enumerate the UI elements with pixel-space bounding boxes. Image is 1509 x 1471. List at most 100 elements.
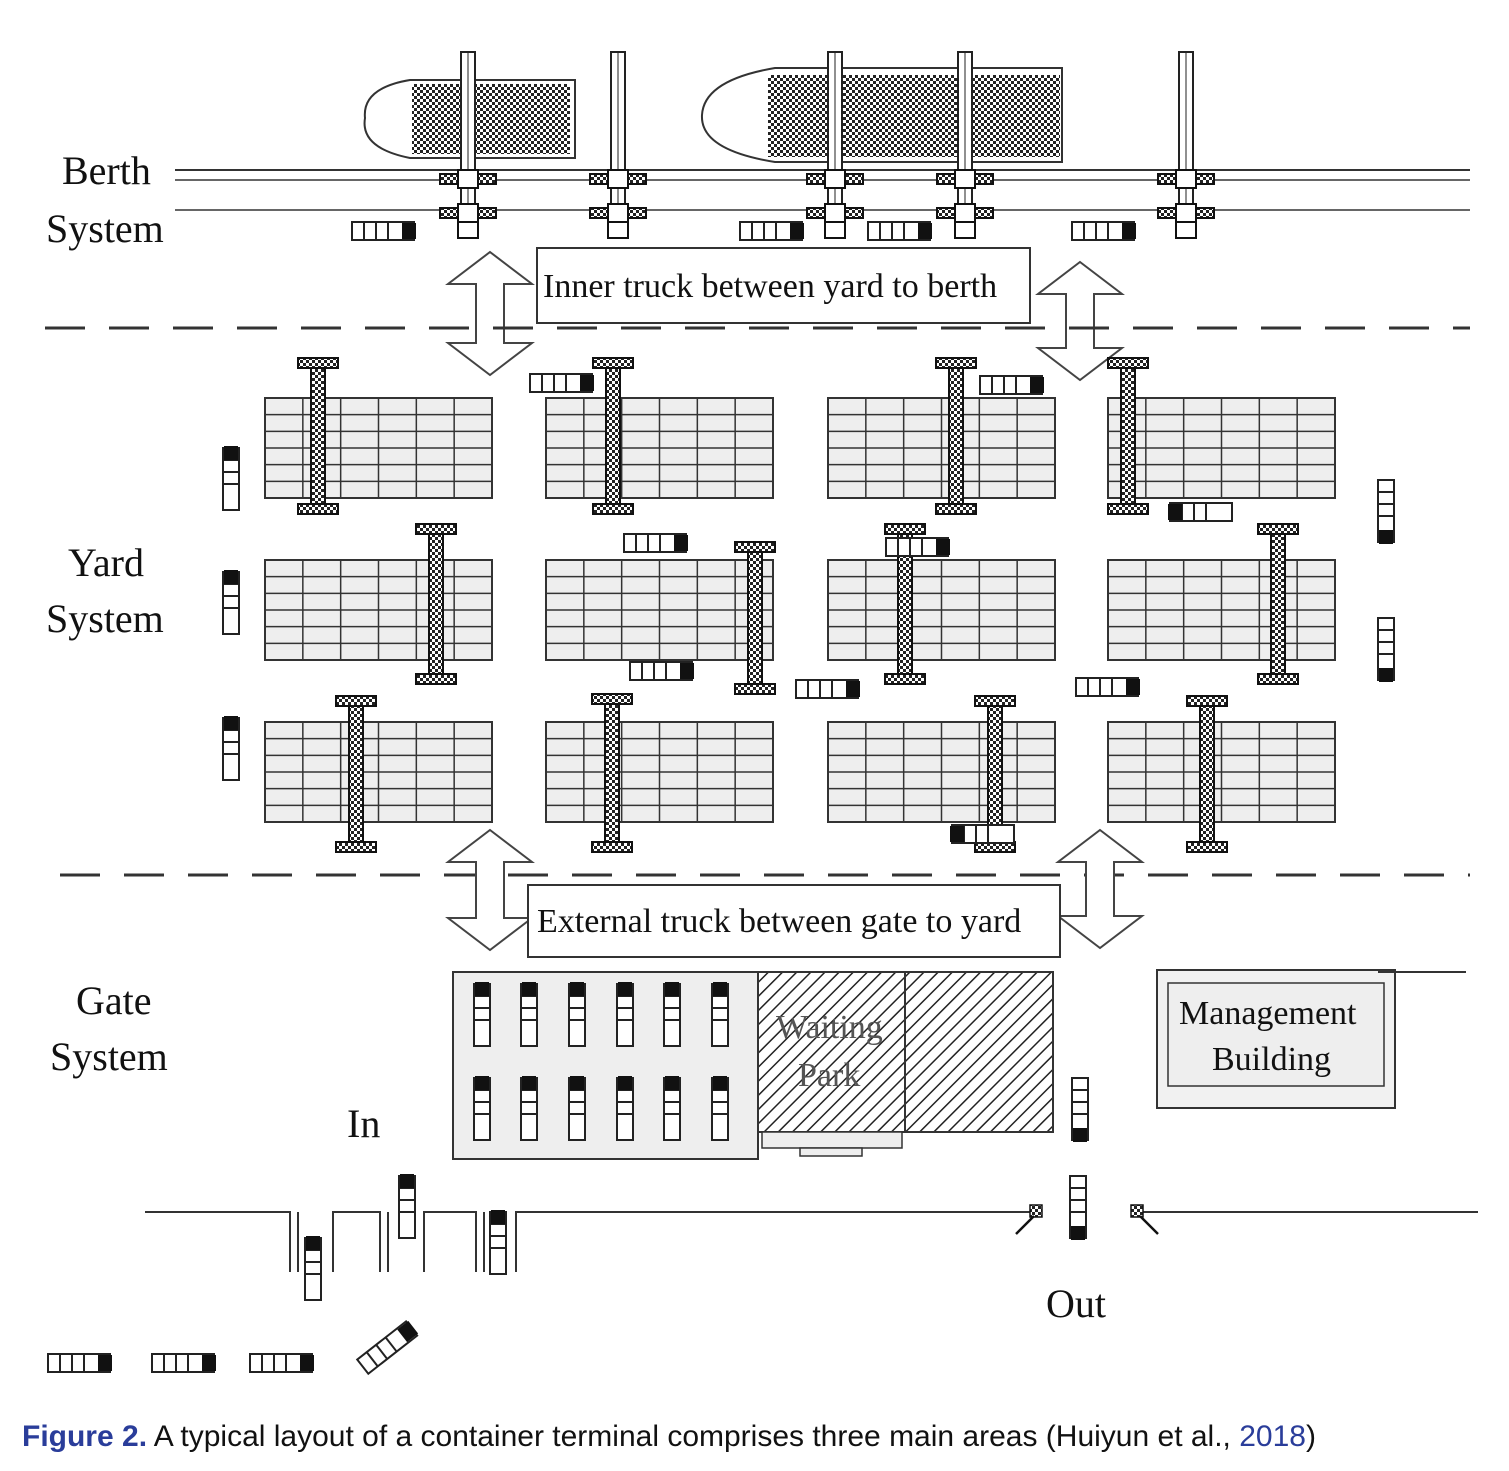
truck-icon bbox=[47, 1353, 112, 1373]
yard-block bbox=[545, 721, 774, 823]
truck-icon bbox=[979, 375, 1044, 395]
yard-block bbox=[827, 721, 1056, 823]
truck-icon bbox=[663, 1076, 681, 1141]
quay-crane-icon bbox=[1157, 51, 1215, 239]
truck-icon bbox=[1069, 1175, 1087, 1240]
gantry-crane-icon bbox=[884, 523, 926, 685]
truck-icon bbox=[1071, 1077, 1089, 1142]
truck-icon bbox=[1071, 221, 1136, 241]
truck-icon bbox=[222, 716, 240, 781]
truck-icon bbox=[711, 982, 729, 1047]
truck-icon bbox=[623, 533, 688, 553]
park-platform bbox=[761, 1131, 903, 1149]
truck-icon bbox=[885, 537, 950, 557]
gantry-crane-icon bbox=[1186, 695, 1228, 853]
truck-icon bbox=[473, 1076, 491, 1141]
quay-crane-icon bbox=[589, 51, 647, 239]
gate-lane-line bbox=[423, 1211, 477, 1272]
truck-icon bbox=[663, 982, 681, 1047]
truck-icon bbox=[351, 221, 416, 241]
gantry-crane-icon bbox=[415, 523, 457, 685]
berth-zone-label: Berth bbox=[62, 148, 151, 193]
truck-icon bbox=[520, 982, 538, 1047]
truck-icon bbox=[711, 1076, 729, 1141]
yard-block bbox=[264, 721, 493, 823]
truck-icon bbox=[1075, 677, 1140, 697]
yard-block bbox=[827, 397, 1056, 499]
road-line bbox=[145, 1211, 291, 1272]
truck-icon bbox=[1168, 502, 1233, 522]
truck-icon bbox=[249, 1353, 314, 1373]
truck-icon bbox=[355, 1319, 419, 1376]
inner-truck-box bbox=[536, 247, 1031, 324]
truck-icon bbox=[473, 982, 491, 1047]
double-arrow-icon bbox=[1055, 828, 1145, 950]
gantry-crane-icon bbox=[592, 357, 634, 515]
citation-year-link[interactable]: 2018 bbox=[1239, 1420, 1306, 1453]
double-arrow-icon bbox=[1035, 260, 1125, 382]
truck-icon bbox=[1377, 617, 1395, 682]
external-truck-box bbox=[527, 884, 1061, 958]
truck-icon bbox=[629, 661, 694, 681]
ship-large bbox=[700, 67, 1063, 163]
quay-crane-icon bbox=[806, 51, 864, 239]
gantry-crane-icon bbox=[935, 357, 977, 515]
yard-block bbox=[827, 559, 1056, 661]
figure-caption: Figure 2. A typical layout of a containe… bbox=[22, 1420, 1492, 1454]
gate-zone-label: Gate bbox=[76, 978, 152, 1023]
caption-text: A typical layout of a container terminal… bbox=[147, 1420, 1240, 1453]
quay-crane-icon bbox=[936, 51, 994, 239]
gantry-crane-icon bbox=[297, 357, 339, 515]
waiting-park-label: Waiting bbox=[776, 1009, 883, 1046]
truck-icon bbox=[222, 446, 240, 511]
truck-icon bbox=[739, 221, 804, 241]
gate-parking-area bbox=[452, 971, 759, 1160]
truck-icon bbox=[867, 221, 932, 241]
park-platform bbox=[799, 1147, 863, 1157]
truck-icon bbox=[950, 824, 1015, 844]
gantry-crane-icon bbox=[734, 541, 776, 695]
road-line bbox=[515, 1211, 1030, 1272]
terminal-layout-diagram: Berth System Inner truck between yard to… bbox=[45, 51, 1478, 1376]
truck-icon bbox=[529, 373, 594, 393]
gantry-crane-icon bbox=[1257, 523, 1299, 685]
double-arrow-icon bbox=[445, 828, 535, 952]
yard-zone-label: System bbox=[46, 596, 164, 641]
gantry-crane-icon bbox=[335, 695, 377, 853]
barrier-icon bbox=[1130, 1204, 1144, 1218]
management-building-label: Management bbox=[1179, 995, 1357, 1032]
yard-block bbox=[1107, 397, 1336, 499]
double-arrow-icon bbox=[445, 250, 535, 377]
truck-icon bbox=[568, 1076, 586, 1141]
waiting-park bbox=[904, 971, 1054, 1133]
barrier-arm bbox=[1139, 1215, 1159, 1235]
figure-number: Figure 2. bbox=[22, 1420, 148, 1453]
quay-crane-icon bbox=[439, 51, 497, 239]
gate-zone-label: System bbox=[50, 1034, 168, 1079]
yard-zone-label: Yard bbox=[68, 540, 144, 585]
gate-in-label: In bbox=[347, 1101, 380, 1146]
truck-icon bbox=[398, 1174, 416, 1239]
yard-block bbox=[264, 559, 493, 661]
truck-icon bbox=[151, 1353, 216, 1373]
yard-block bbox=[1107, 721, 1336, 823]
inner-truck-label: Inner truck between yard to berth bbox=[543, 268, 997, 305]
yard-block bbox=[545, 559, 774, 661]
truck-icon bbox=[520, 1076, 538, 1141]
berth-zone-label: System bbox=[46, 206, 164, 251]
management-building-inner bbox=[1167, 982, 1385, 1087]
yard-block bbox=[545, 397, 774, 499]
caption-text-end: ) bbox=[1305, 1420, 1316, 1453]
truck-turning bbox=[355, 1319, 419, 1376]
external-truck-label: External truck between gate to yard bbox=[537, 903, 1021, 940]
gate-lane-line bbox=[332, 1211, 381, 1272]
gantry-crane-icon bbox=[974, 695, 1016, 853]
truck-icon bbox=[489, 1210, 507, 1275]
barrier-arm bbox=[1015, 1215, 1035, 1235]
truck-icon bbox=[616, 1076, 634, 1141]
gate-out-label: Out bbox=[1046, 1281, 1106, 1326]
truck-icon bbox=[304, 1236, 322, 1301]
waiting-park-label: Park bbox=[798, 1057, 860, 1094]
truck-icon bbox=[1377, 479, 1395, 544]
yard-block bbox=[264, 397, 493, 499]
